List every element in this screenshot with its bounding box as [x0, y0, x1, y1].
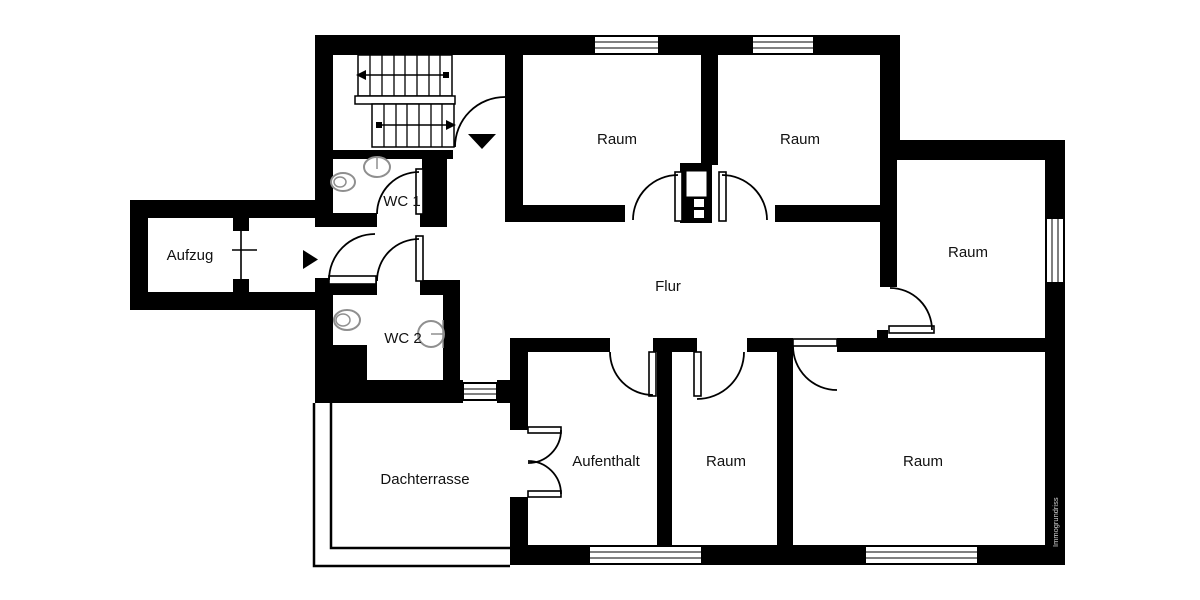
- doors: [232, 96, 935, 498]
- window: [864, 545, 979, 565]
- window: [751, 35, 815, 55]
- room-label-wc1: WC 1: [383, 193, 421, 210]
- window: [593, 35, 660, 55]
- room-labels: Aufzug WC 1 WC 2 Flur Raum Raum Raum Dac…: [167, 131, 988, 488]
- room-label-raum-right: Raum: [948, 244, 988, 261]
- stairs: [354, 54, 456, 148]
- window: [1045, 217, 1065, 284]
- walls: [130, 35, 1065, 565]
- room-label-raum-top-right: Raum: [780, 131, 820, 148]
- door-swing: [376, 235, 424, 282]
- room-label-wc2: WC 2: [384, 330, 422, 347]
- door-swing: [609, 351, 657, 397]
- window: [588, 545, 703, 565]
- elevator-door: [232, 220, 257, 279]
- sink-icon: [417, 320, 445, 348]
- door-swing: [888, 287, 935, 334]
- door-swing: [454, 96, 506, 148]
- door-swing: [632, 171, 683, 222]
- room-label-dachterrasse: Dachterrasse: [380, 471, 469, 488]
- room-label-raum-top-left: Raum: [597, 131, 637, 148]
- sink-icon: [363, 156, 391, 178]
- entrance-arrow-icon: [303, 250, 318, 269]
- stair-direction-arrow-down: [376, 120, 456, 130]
- room-label-flur: Flur: [655, 278, 681, 295]
- room-label-aufenthalt: Aufenthalt: [572, 453, 640, 470]
- chimney-shaft: [685, 170, 708, 218]
- window: [462, 382, 498, 401]
- door-swing: [693, 351, 745, 400]
- stair-direction-arrow-up: [356, 70, 449, 80]
- toilet-icon: [333, 309, 361, 331]
- entrance-arrow-icon: [468, 134, 496, 149]
- entrance-markers: [303, 134, 496, 269]
- double-door-swing: [527, 426, 562, 498]
- door-swing: [792, 338, 838, 391]
- toilet-icon: [330, 172, 356, 192]
- fixtures: [330, 156, 445, 348]
- door-swing: [718, 171, 768, 222]
- terrace-railing: [312, 403, 510, 568]
- room-label-raum-bottom-right: Raum: [903, 453, 943, 470]
- door-swing: [376, 168, 424, 215]
- watermark-label: Immogrundriss: [1051, 497, 1060, 547]
- windows: [462, 35, 1065, 565]
- door-swing: [328, 233, 377, 285]
- room-label-aufzug: Aufzug: [167, 247, 214, 264]
- room-label-raum-bottom-middle: Raum: [706, 453, 746, 470]
